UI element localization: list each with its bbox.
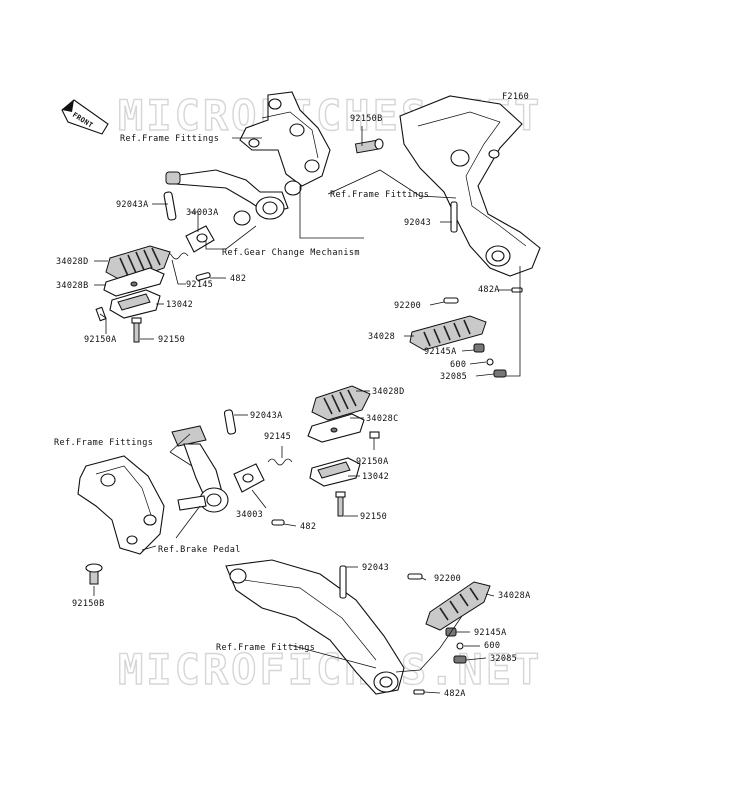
label-34028A: 34028A bbox=[498, 591, 531, 601]
label-92043-right: 92043 bbox=[404, 218, 431, 228]
label-92043-bottom: 92043 bbox=[362, 563, 389, 573]
label-32085-right: 32085 bbox=[440, 372, 467, 382]
cotter-482A-bottom bbox=[413, 689, 425, 695]
cotter-482-left bbox=[195, 272, 211, 281]
pin-92200-bottom bbox=[407, 573, 423, 580]
label-92043A-mid: 92043A bbox=[250, 411, 283, 421]
label-600-right: 600 bbox=[450, 360, 466, 370]
ref-frame-fittings-top-left: Ref.Frame Fittings bbox=[120, 134, 219, 144]
right-frame-bracket bbox=[399, 95, 541, 277]
cotter-482-mid bbox=[271, 519, 285, 526]
ref-frame-fittings-bottom: Ref.Frame Fittings bbox=[216, 643, 315, 653]
left-rear-bracket bbox=[77, 455, 165, 555]
label-92145-mid: 92145 bbox=[264, 432, 291, 442]
bottom-frame-bracket bbox=[225, 559, 405, 695]
label-34028D-left: 34028D bbox=[56, 257, 89, 267]
shift-pedal bbox=[165, 169, 289, 220]
plate-13042-mid bbox=[309, 457, 361, 487]
label-34028B: 34028B bbox=[56, 281, 89, 291]
detent-32085-bottom bbox=[453, 655, 467, 664]
label-92145A-bottom: 92145A bbox=[474, 628, 507, 638]
cotter-482A-right bbox=[511, 287, 523, 293]
ref-frame-fittings-top-right: Ref.Frame Fittings bbox=[330, 190, 429, 200]
label-34028-right: 34028 bbox=[368, 332, 395, 342]
footpeg-34028C-mid bbox=[307, 413, 365, 443]
leader-lines bbox=[93, 126, 521, 694]
label-92200-bottom: 92200 bbox=[434, 574, 461, 584]
label-92150B-bottom: 92150B bbox=[72, 599, 105, 609]
label-34028C: 34028C bbox=[366, 414, 399, 424]
ref-gear-change-mechanism: Ref.Gear Change Mechanism bbox=[222, 248, 360, 258]
ref-brake-pedal: Ref.Brake Pedal bbox=[158, 545, 241, 555]
front-arrow-icon: FRONT bbox=[61, 99, 109, 135]
label-92145-left: 92145 bbox=[186, 280, 213, 290]
label-34003: 34003 bbox=[236, 510, 263, 520]
bolt-92150-left bbox=[131, 317, 142, 343]
bolt-92150-mid bbox=[335, 491, 346, 517]
part-labels: 92150B 92043A 34003A 34028D 34028B 92145… bbox=[56, 114, 531, 699]
label-92150A-mid: 92150A bbox=[356, 457, 389, 467]
label-92145A-right: 92145A bbox=[424, 347, 457, 357]
ball-600-right bbox=[486, 358, 494, 366]
label-92043A-top: 92043A bbox=[116, 200, 149, 210]
footpeg-rubber-34028D-left bbox=[105, 245, 171, 283]
label-482A-right: 482A bbox=[478, 285, 500, 295]
spring-92145-mid bbox=[267, 458, 293, 466]
pin-92043-bottom bbox=[339, 565, 347, 599]
pin-92043-right bbox=[450, 201, 458, 233]
label-13042-left: 13042 bbox=[166, 300, 193, 310]
label-482A-bottom: 482A bbox=[444, 689, 466, 699]
label-92200-right: 92200 bbox=[394, 301, 421, 311]
label-482-left: 482 bbox=[230, 274, 246, 284]
label-600-bottom: 600 bbox=[484, 641, 500, 651]
brake-pedal bbox=[171, 425, 229, 513]
label-92150-mid: 92150 bbox=[360, 512, 387, 522]
label-482-mid: 482 bbox=[300, 522, 316, 532]
pin-92043A-mid bbox=[223, 409, 237, 435]
bolt-92150A-mid bbox=[369, 431, 380, 439]
washer-mid bbox=[233, 210, 251, 226]
detent-32085-right bbox=[493, 369, 507, 378]
bolt-92150A-left bbox=[95, 306, 107, 322]
footpeg-34028-right bbox=[409, 315, 487, 351]
bolt-92150B-top bbox=[354, 138, 384, 154]
label-13042-mid: 13042 bbox=[362, 472, 389, 482]
spring-92145A-right bbox=[473, 343, 485, 353]
diagram-code: F2160 bbox=[502, 92, 529, 102]
label-92150-left: 92150 bbox=[158, 335, 185, 345]
plate-13042-left bbox=[109, 289, 161, 319]
left-footrest-bracket bbox=[239, 91, 331, 187]
rod-34003-mid bbox=[233, 463, 265, 493]
label-92150A-left: 92150A bbox=[84, 335, 117, 345]
ball-600-bottom bbox=[456, 642, 464, 650]
footpeg-rubber-34028D-mid bbox=[311, 385, 371, 421]
watermark-bottom: MICROFICHES.NET bbox=[118, 645, 542, 694]
reference-labels: Ref.Frame Fittings Ref.Frame Fittings Re… bbox=[54, 134, 429, 653]
washer-top bbox=[284, 180, 302, 196]
label-34028D-mid: 34028D bbox=[372, 387, 405, 397]
label-92150B-top: 92150B bbox=[350, 114, 383, 124]
label-34003A: 34003A bbox=[186, 208, 219, 218]
footpeg-34028A-bottom bbox=[425, 581, 491, 631]
pin-92043A bbox=[163, 191, 177, 221]
bolt-92150B-bottom bbox=[85, 563, 103, 585]
rod-34003A bbox=[185, 225, 215, 253]
pin-92200-right bbox=[443, 297, 459, 304]
ref-frame-fittings-mid-left: Ref.Frame Fittings bbox=[54, 438, 153, 448]
label-32085-bottom: 32085 bbox=[490, 654, 517, 664]
footpeg-34028B-left bbox=[103, 267, 165, 297]
